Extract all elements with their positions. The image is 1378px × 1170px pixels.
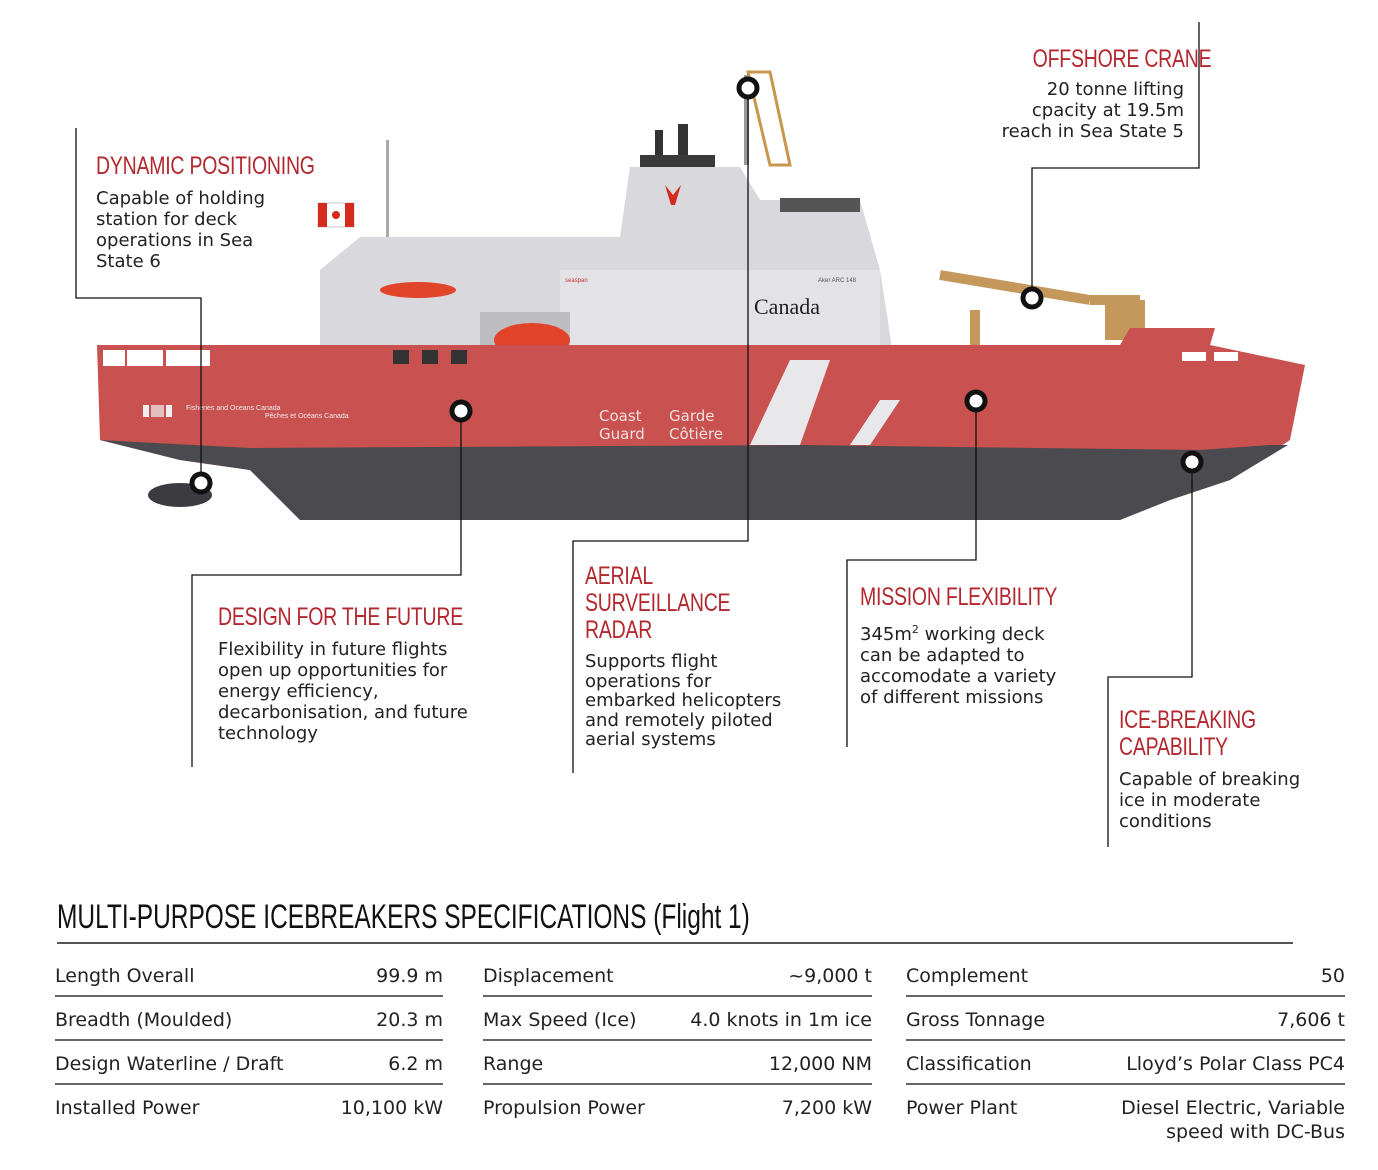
callout-title: OFFSHORE CRANE	[1032, 45, 1212, 73]
spec-value: 50	[1320, 965, 1345, 987]
spec-label: Installed Power	[55, 1097, 200, 1119]
dfo-logo-icon	[143, 405, 172, 417]
specs-divider	[57, 942, 1293, 944]
spec-label: Classification	[906, 1053, 1032, 1075]
cotiere-label: Côtière	[669, 425, 723, 443]
guard-label: Guard	[599, 425, 645, 443]
canada-flag-icon	[317, 202, 355, 228]
callout-ice-breaking: ICE-BREAKING CAPABILITY Capable of break…	[1119, 706, 1309, 833]
callout-title: MISSION FLEXIBILITY	[860, 583, 1058, 611]
spec-label: Complement	[906, 965, 1029, 987]
spec-value: ~9,000 t	[788, 965, 872, 987]
spec-label: Design Waterline / Draft	[55, 1053, 284, 1075]
callout-text: Capable of breaking ice in moderate cond…	[1119, 769, 1301, 832]
spec-label: Length Overall	[55, 965, 195, 987]
design-label: Aker ARC 148	[818, 278, 857, 284]
maple-leaf-icon	[665, 185, 681, 205]
spec-row: Max Speed (Ice) 4.0 knots in 1m ice	[483, 1008, 872, 1041]
callout-mission-flexibility: MISSION FLEXIBILITY 345m2 working deck c…	[860, 583, 1060, 709]
callout-offshore-crane: OFFSHORE CRANE 20 tonne lifting cpacity …	[990, 45, 1212, 143]
ship: Fisheries and Oceans Canada Pêches et Oc…	[97, 70, 1305, 520]
spec-label: Gross Tonnage	[906, 1009, 1046, 1031]
marker-radar-icon	[736, 76, 760, 100]
spec-value: Diesel Electric, Variable speed with DC-…	[1121, 1097, 1345, 1143]
marker-crane-icon	[1020, 286, 1044, 310]
callout-aerial-radar: AERIAL SURVEILLANCE RADAR Supports fligh…	[585, 563, 785, 750]
marker-design-icon	[449, 399, 473, 423]
spec-row: Power Plant Diesel Electric, Variable spe…	[906, 1096, 1345, 1151]
marker-mission-icon	[964, 389, 988, 413]
spec-label: Breadth (Moulded)	[55, 1009, 233, 1031]
spec-value: Lloyd’s Polar Class PC4	[1126, 1053, 1345, 1075]
callout-design-future: DESIGN FOR THE FUTURE Flexibility in fut…	[218, 603, 498, 745]
spec-value: 7,606 t	[1277, 1009, 1345, 1031]
spec-value: 10,100 kW	[340, 1097, 443, 1119]
spec-value: 20.3 m	[376, 1009, 443, 1031]
spec-label: Propulsion Power	[483, 1097, 645, 1119]
spec-value: 99.9 m	[376, 965, 443, 987]
spec-value: 6.2 m	[388, 1053, 443, 1075]
spec-row: Length Overall 99.9 m	[55, 964, 443, 997]
spec-row: Design Waterline / Draft 6.2 m	[55, 1052, 443, 1085]
spec-label: Range	[483, 1053, 544, 1075]
specs-column-3: Complement 50 Gross Tonnage 7,606 t Classi…	[906, 964, 1345, 1162]
spec-row: Propulsion Power 7,200 kW	[483, 1096, 872, 1127]
spec-label: Power Plant	[906, 1097, 1018, 1119]
callout-title: DESIGN FOR THE FUTURE	[218, 603, 463, 631]
callout-text: 20 tonne lifting cpacity at 19.5m reach …	[1001, 79, 1184, 142]
spec-row: Breadth (Moulded) 20.3 m	[55, 1008, 443, 1041]
spec-value: 7,200 kW	[781, 1097, 872, 1119]
hull-bottom	[100, 440, 1288, 520]
dfo-en: Fisheries and Oceans Canada	[186, 405, 281, 412]
callout-title: DYNAMIC POSITIONING	[96, 152, 315, 180]
spec-row: Installed Power 10,100 kW	[55, 1096, 443, 1127]
marker-ice-icon	[1180, 450, 1204, 474]
spec-value: 12,000 NM	[768, 1053, 872, 1075]
spec-row: Range 12,000 NM	[483, 1052, 872, 1085]
specs-title: MULTI-PURPOSE ICEBREAKERS SPECIFICATIONS…	[57, 898, 750, 936]
leader-lines	[75, 22, 1200, 847]
spec-label: Max Speed (Ice)	[483, 1009, 637, 1031]
callout-text: Supports flight operations for embarked …	[585, 651, 782, 750]
callout-text: Flexibility in future flights open up op…	[218, 639, 468, 744]
callout-text: Capable of holding station for deck oper…	[96, 188, 266, 272]
specs-column-2: Displacement ~9,000 t Max Speed (Ice) 4.0 …	[483, 964, 872, 1138]
spec-row: Complement 50	[906, 964, 1345, 997]
spec-row: Classification Lloyd’s Polar Class PC4	[906, 1052, 1345, 1085]
dfo-fr: Pêches et Océans Canada	[265, 413, 349, 420]
coast-label: Coast	[599, 407, 642, 425]
spec-label: Displacement	[483, 965, 614, 987]
builder-label: seaspan	[565, 278, 588, 284]
spec-row: Displacement ~9,000 t	[483, 964, 872, 997]
spec-row: Gross Tonnage 7,606 t	[906, 1008, 1345, 1041]
spec-value: 4.0 knots in 1m ice	[690, 1009, 872, 1031]
canada-wordmark: Canada	[754, 294, 820, 319]
callout-text: 345m2 working deck can be adapted to acc…	[860, 623, 1057, 708]
marker-dynamic-positioning-icon	[189, 471, 213, 495]
marker-icons	[189, 76, 1204, 495]
callout-title: AERIAL SURVEILLANCE RADAR	[585, 562, 731, 644]
callout-title: ICE-BREAKING CAPABILITY	[1119, 706, 1256, 761]
specs-column-1: Length Overall 99.9 m Breadth (Moulded) 20…	[55, 964, 443, 1138]
callout-dynamic-positioning: DYNAMIC POSITIONING Capable of holding s…	[96, 152, 315, 273]
garde-label: Garde	[669, 407, 714, 425]
